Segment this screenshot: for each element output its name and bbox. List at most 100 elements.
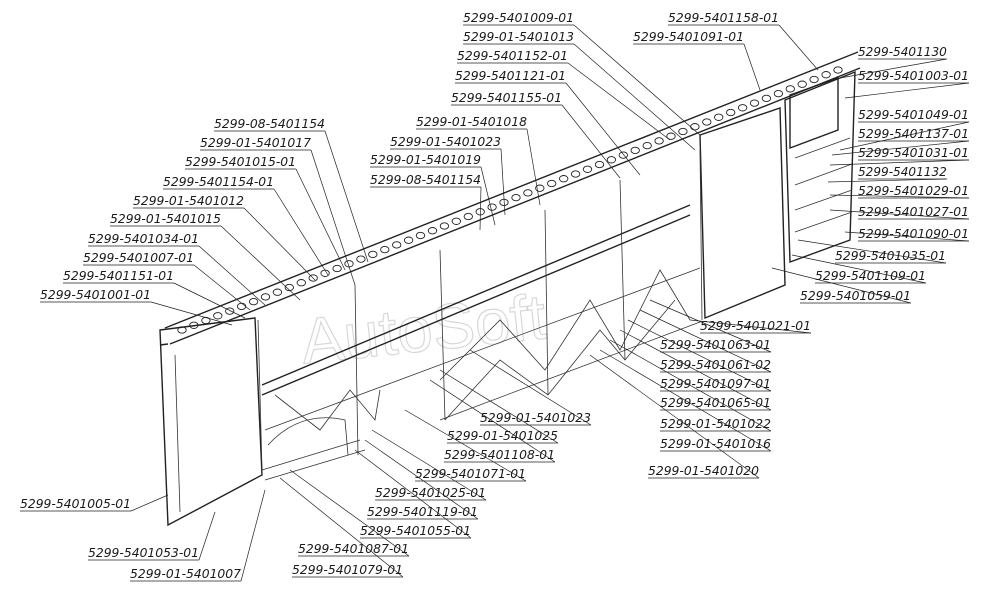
label-leader-line (649, 299, 772, 353)
rail-hole (642, 141, 652, 150)
label-leader-line (469, 349, 592, 426)
label-leader-line (639, 309, 772, 373)
label-leader-line (797, 239, 947, 264)
part-number-label: 5299-5401108-01 (444, 448, 555, 462)
rail-hole (284, 283, 294, 292)
label-leader-line (198, 245, 266, 306)
part-number-label: 5299-5401090-01 (858, 227, 969, 241)
label-leader-line (567, 62, 671, 141)
part-number-label: 5299-5401151-01 (63, 269, 174, 283)
rail-hole (511, 193, 521, 202)
part-number-label: 5299-5401025-01 (375, 486, 486, 500)
part-number-label: 5299-5401027-01 (858, 205, 969, 219)
rail-hole (559, 175, 569, 183)
part-number-label: 5299-5401031-01 (858, 146, 969, 160)
label-leader-line (130, 494, 169, 512)
part-number-label: 5299-01-5401012 (133, 194, 244, 208)
rail-hole (618, 151, 628, 159)
label-leader-line (619, 329, 772, 411)
label-leader-line (829, 159, 970, 166)
part-number-label: 5299-01-5401020 (648, 464, 759, 478)
rail-hole (392, 241, 402, 249)
label-leader-line (354, 449, 472, 539)
label-leader-line (573, 43, 696, 151)
label-leader-line (295, 168, 346, 271)
rail-hole (368, 250, 378, 259)
part-number-label: 5299-01-5401025 (447, 429, 558, 443)
part-number-label: 5299-01-5401013 (463, 30, 574, 44)
part-number-label: 5299-5401003-01 (858, 69, 969, 83)
rail-hole (726, 108, 736, 117)
label-leader-line (831, 140, 970, 156)
rail-hole (535, 184, 545, 192)
label-leader-line (829, 209, 970, 220)
rail-hole (833, 66, 843, 74)
label-leader-line (324, 130, 369, 263)
part-number-label: 5299-08-5401154 (370, 173, 481, 187)
part-number-label: 5299-5401063-01 (660, 338, 771, 352)
label-leader-line (839, 58, 947, 79)
label-leader-line (240, 489, 266, 582)
label-leader-line (429, 379, 556, 463)
part-number-label: 5299-5401029-01 (858, 184, 969, 198)
rail-hole (749, 99, 760, 107)
rail-hole (654, 137, 664, 145)
part-number-label: 5299-5401132 (858, 165, 947, 179)
rail-hole (439, 222, 450, 230)
part-number-label: 5299-01-5401018 (416, 115, 527, 129)
rail-hole (463, 212, 473, 221)
part-number-label: 5299-01-5401015 (110, 212, 221, 226)
rail-hole (785, 85, 795, 93)
rail-hole (821, 71, 831, 79)
rail-hole (296, 279, 306, 287)
frame-drawing (159, 51, 861, 527)
part-number-label: 5299-5401059-01 (800, 289, 911, 303)
label-leader-line (193, 264, 251, 311)
part-number-label: 5299-5401049-01 (858, 108, 969, 122)
part-number-label: 5299-5401001-01 (40, 288, 151, 302)
rail-hole (678, 127, 688, 136)
label-leader-line (599, 349, 772, 452)
part-number-label: 5299-5401079-01 (292, 563, 403, 577)
label-leader-line (689, 319, 812, 334)
rail-hole (809, 75, 819, 84)
rail-hole (714, 113, 724, 121)
part-number-label: 5299-5401034-01 (88, 232, 199, 246)
part-number-label: 5299-5401091-01 (633, 30, 744, 44)
part-number-label: 5299-5401055-01 (360, 524, 471, 538)
part-number-label: 5299-5401009-01 (463, 11, 574, 25)
rail-hole (737, 104, 748, 112)
part-number-label: 5299-5401121-01 (455, 69, 566, 83)
label-leader-line (839, 121, 970, 151)
part-number-label: 5299-01-5401023 (390, 135, 501, 149)
rail-hole (177, 326, 187, 334)
label-leader-line (844, 231, 970, 242)
label-leader-line (480, 166, 496, 226)
rail-hole (248, 297, 259, 306)
part-number-label: 5299-5401015-01 (185, 155, 296, 169)
rail-hole (403, 236, 414, 244)
rail-hole (594, 160, 605, 169)
part-number-label: 5299-01-5401017 (200, 136, 311, 150)
label-leader-line (371, 429, 487, 501)
watermark: AutoSoft (298, 280, 550, 377)
rail-hole (630, 146, 640, 155)
rail-hole (690, 123, 700, 131)
rail-hole (272, 288, 283, 296)
rail-hole (427, 227, 438, 235)
label-leader-line (273, 188, 329, 276)
label-leader-line (404, 409, 527, 482)
part-number-label: 5299-5401154-01 (163, 175, 274, 189)
rail-hole (523, 189, 533, 197)
label-leader-line (364, 439, 479, 520)
rail-hole (380, 245, 390, 254)
label-leader-line (500, 148, 506, 216)
part-number-label: 5299-5401061-02 (660, 358, 771, 372)
label-leader-line (479, 186, 482, 231)
part-number-label: 5299-5401155-01 (451, 91, 562, 105)
rail-hole (547, 179, 557, 188)
label-leader-line (791, 254, 927, 284)
rail-hole (415, 231, 426, 240)
rail-hole (332, 264, 342, 273)
